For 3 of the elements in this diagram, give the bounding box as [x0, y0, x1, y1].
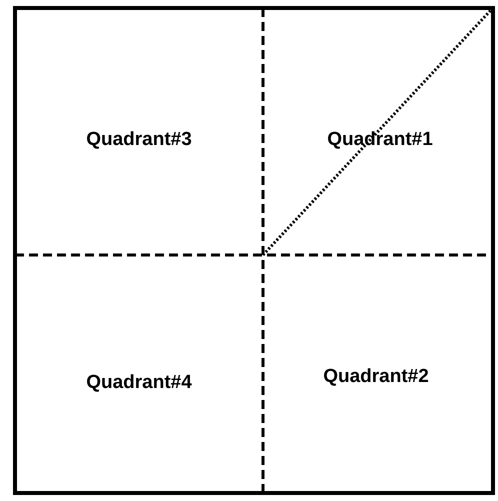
quadrant-label: Quadrant#3 — [86, 129, 192, 151]
quadrant-label: Quadrant#2 — [323, 366, 429, 388]
quadrant-label: Quadrant#4 — [86, 372, 192, 394]
